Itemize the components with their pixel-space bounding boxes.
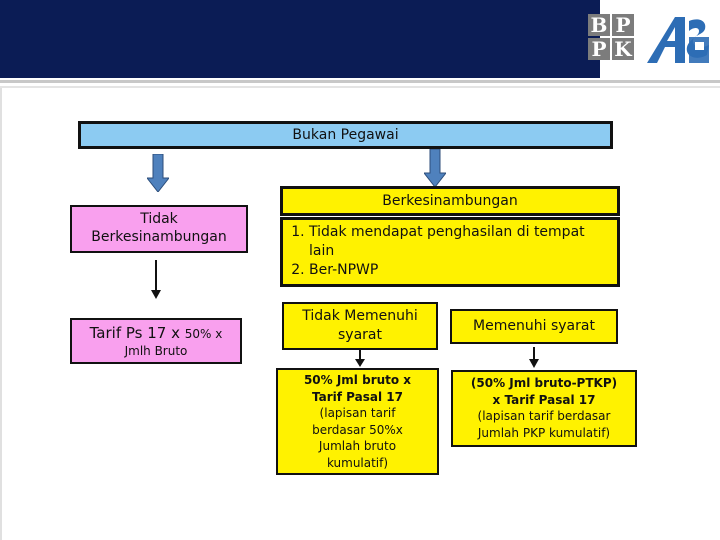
logo-letter-p1: P [612, 14, 634, 36]
header-band [0, 0, 600, 78]
asp-logo [647, 17, 709, 63]
result-note-line: Jumlah bruto [318, 439, 397, 453]
header-rule [0, 80, 720, 83]
result-note-line: (lapisan tarif [319, 406, 396, 420]
tarif-text: Tarif Ps 17 x [89, 324, 180, 342]
logo-letter-b: B [588, 14, 610, 36]
box-conditions: Tidak mendapat penghasilan di tempat lai… [280, 217, 620, 287]
tarif-percent: 50% x [184, 327, 223, 341]
down-arrow-icon [355, 350, 365, 367]
box-berkesinambungan: Berkesinambungan [280, 186, 620, 216]
tarif-sub: Jmlh Bruto [124, 344, 188, 358]
box-tidak-berkesinambungan: Tidak Berkesinambungan [70, 205, 248, 253]
down-arrow-icon [529, 347, 539, 368]
box-tarif-tidak-berkesinambungan: Tarif Ps 17 x 50% x Jmlh Bruto [70, 318, 242, 364]
box-result-tidak-memenuhi: 50% Jml bruto x Tarif Pasal 17 (lapisan … [276, 368, 439, 475]
box-tidak-memenuhi: Tidak Memenuhi syarat [282, 302, 438, 350]
result-formula-line: 50% Jml bruto x [303, 373, 412, 387]
header-rule-light [0, 86, 720, 88]
result-note-line: Jumlah PKP kumulatif) [477, 425, 611, 440]
result-formula-line: (50% Jml bruto-PTKP) [470, 376, 618, 390]
down-arrow-icon [147, 154, 169, 192]
result-note-line: (lapisan tarif berdasar [477, 409, 611, 423]
condition-item: Tidak mendapat penghasilan di tempat lai… [309, 223, 611, 261]
bppk-logo: B P P K [588, 14, 638, 64]
left-border-line [0, 88, 2, 540]
result-note-line: berdasar 50%x [312, 422, 403, 437]
conditions-list: Tidak mendapat penghasilan di tempat lai… [289, 223, 611, 280]
result-formula-line: Tarif Pasal 17 [312, 389, 403, 404]
box-result-memenuhi: (50% Jml bruto-PTKP) x Tarif Pasal 17 (l… [451, 370, 637, 447]
title-box: Bukan Pegawai [78, 121, 613, 149]
result-note-line: kumulatif) [326, 455, 389, 470]
down-arrow-icon [151, 260, 161, 299]
result-formula-line: x Tarif Pasal 17 [492, 392, 596, 407]
logo-letter-k: K [612, 38, 634, 60]
condition-item: Ber-NPWP [309, 261, 611, 280]
header-banner: B P P K [0, 0, 720, 78]
logo-letter-p2: P [588, 38, 610, 60]
down-arrow-icon [424, 149, 446, 187]
box-memenuhi: Memenuhi syarat [450, 309, 618, 344]
